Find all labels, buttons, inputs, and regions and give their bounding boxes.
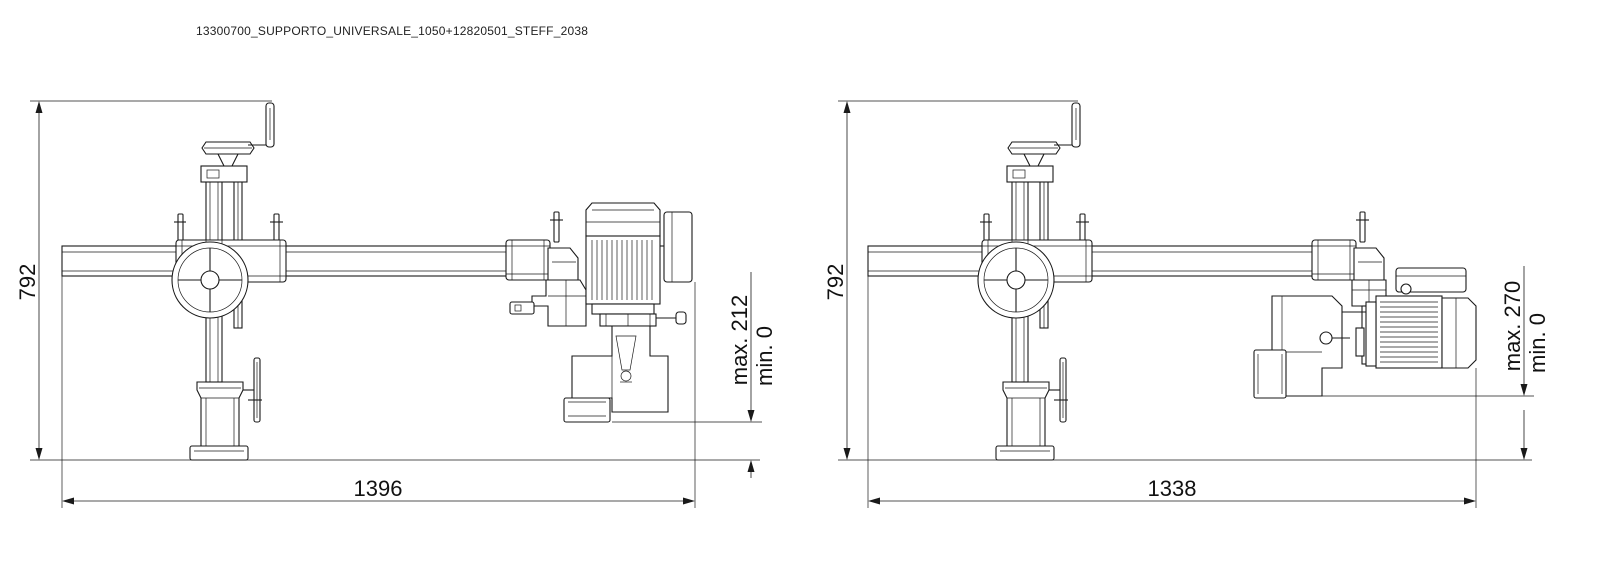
dim-range-left: max. 212 min. 0 [612,272,777,478]
feeder-motor-left [563,202,693,423]
dim-width-left-label: 1396 [354,476,403,501]
motor-bracket-left [509,279,587,327]
dim-height-left: 792 [15,101,43,460]
drawing-title: 13300700_SUPPORTO_UNIVERSALE_1050+128205… [196,24,589,38]
dim-range-right-min: min. 0 [1525,313,1550,373]
dim-height-right-label: 792 [823,264,848,301]
dim-height-left-label: 792 [15,264,40,301]
feeder-motor-right [1253,267,1477,399]
dim-range-right-max: max. 270 [1500,281,1525,372]
dim-width-left: 1396 [61,276,696,508]
dim-width-right: 1338 [867,276,1477,508]
dim-range-left-min: min. 0 [752,326,777,386]
dim-width-right-label: 1338 [1148,476,1197,501]
dim-range-left-max: max. 212 [727,295,752,386]
dim-range-right: max. 270 min. 0 [1286,266,1550,460]
view-right: 792 1338 max. 270 min. 0 [823,100,1550,508]
view-left: 792 1396 max. 212 min. 0 [15,100,777,508]
dim-height-right: 792 [823,101,851,460]
